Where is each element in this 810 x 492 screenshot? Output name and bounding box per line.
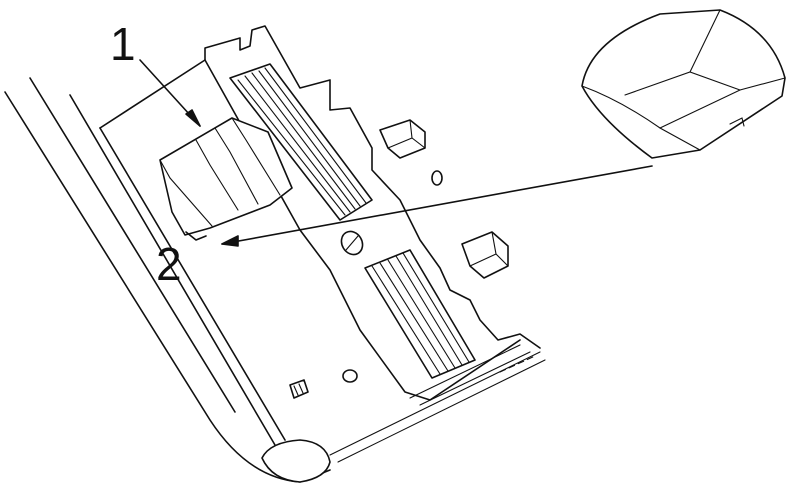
foot-clip-lower xyxy=(461,231,509,279)
callout-1: 1 xyxy=(110,18,136,70)
detached-rubber-foot xyxy=(581,9,786,159)
device-casing xyxy=(4,59,331,483)
callout-2: 2 xyxy=(156,238,182,290)
arrowhead-1 xyxy=(185,109,201,127)
leader-line-2 xyxy=(221,165,653,245)
installed-rubber-foot xyxy=(159,117,293,241)
foot-clip-upper xyxy=(379,119,426,159)
small-vent xyxy=(289,379,309,399)
lower-rib-grip xyxy=(364,249,476,379)
arrowhead-2 xyxy=(221,235,239,247)
slot-screw xyxy=(340,230,364,256)
upper-rib-grip xyxy=(229,63,373,221)
leader-lines xyxy=(139,59,653,247)
small-holes xyxy=(342,170,443,383)
